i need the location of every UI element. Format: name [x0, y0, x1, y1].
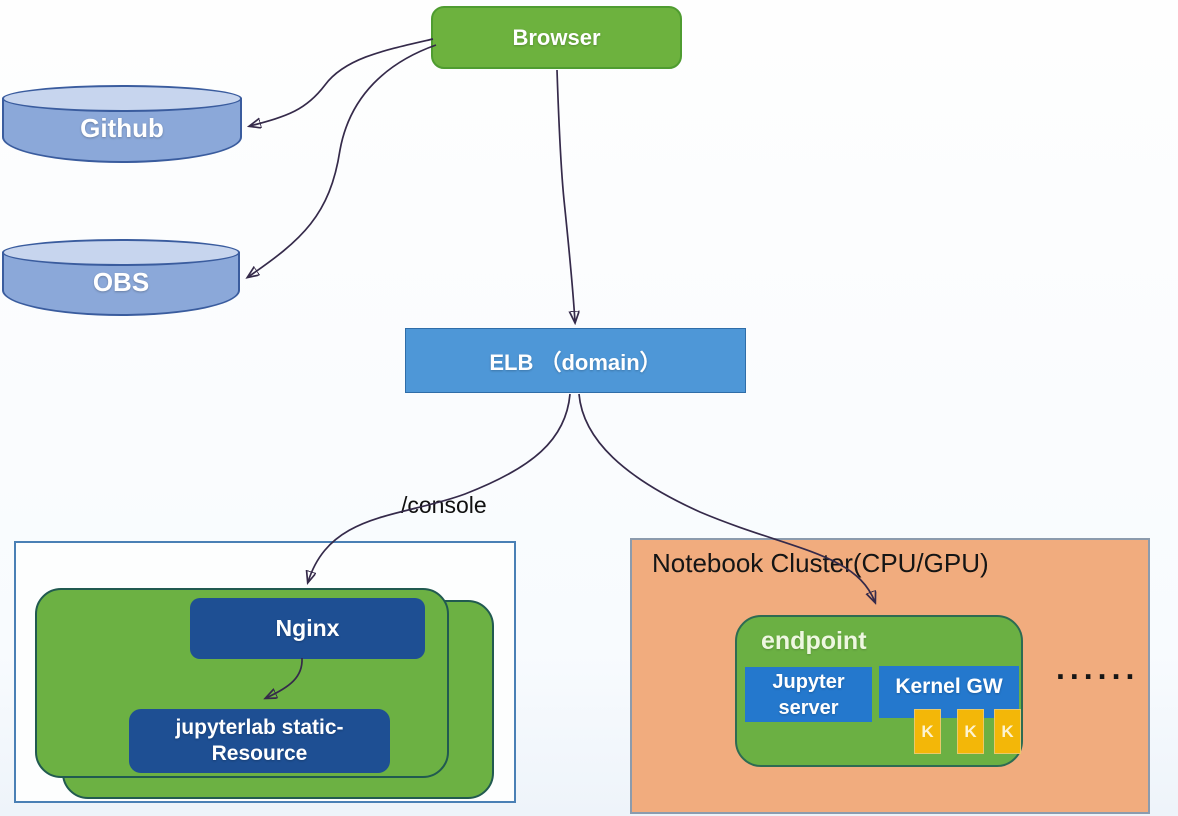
obs-cylinder-top	[2, 239, 240, 266]
elb-label: ELB （domain）	[489, 349, 662, 375]
endpoint-node: endpoint Jupyter server Kernel GW K K K	[735, 615, 1023, 767]
edge-browser-to-obs	[248, 44, 437, 277]
edge-browser-to-github	[250, 38, 434, 126]
kernel-node-1: K	[914, 709, 941, 754]
nginx-node: Nginx	[190, 598, 425, 659]
notebook-cluster-container: Notebook Cluster(CPU/GPU) endpoint Jupyt…	[630, 538, 1150, 814]
kernel-node-2: K	[957, 709, 984, 754]
jupyter-server-line2: server	[778, 696, 839, 719]
more-endpoints-ellipsis: ......	[1056, 650, 1140, 686]
browser-node: Browser	[431, 6, 682, 69]
nginx-label: Nginx	[275, 615, 340, 641]
console-edge-label: /console	[401, 492, 487, 518]
jupyter-server-line1: Jupyter	[772, 670, 845, 693]
github-cylinder-top	[2, 85, 242, 112]
browser-label: Browser	[512, 24, 601, 50]
github-label: Github	[80, 113, 164, 144]
obs-label: OBS	[92, 266, 150, 297]
github-node: Github	[2, 85, 242, 163]
kernel-node-3: K	[994, 709, 1021, 754]
jupyterlab-static-line2: Resource	[211, 742, 308, 765]
edge-browser-to-elb	[556, 69, 575, 322]
jupyter-server-node: Jupyter server	[745, 667, 872, 722]
notebook-cluster-title: Notebook Cluster(CPU/GPU)	[652, 548, 989, 578]
jupyterlab-static-line1: jupyterlab static-	[175, 715, 344, 739]
obs-node: OBS	[2, 239, 240, 316]
console-cluster-container: Nginx jupyterlab static- Resource	[14, 541, 516, 803]
elb-node: ELB （domain）	[405, 328, 746, 393]
jupyterlab-static-node: jupyterlab static- Resource	[129, 709, 390, 773]
kernel-gw-label: Kernel GW	[895, 675, 1003, 698]
endpoint-label: endpoint	[761, 627, 867, 655]
